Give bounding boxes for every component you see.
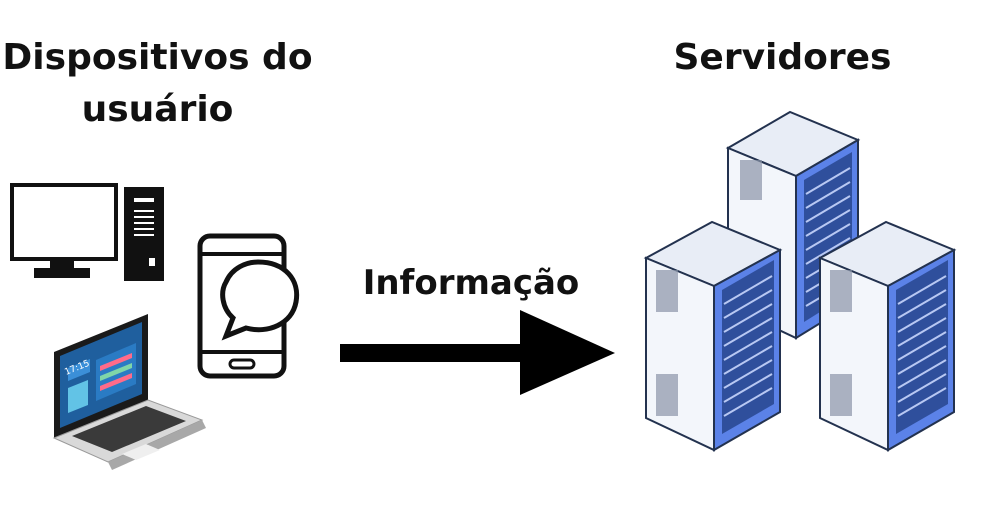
information-label: Informação — [362, 263, 580, 303]
laptop-icon: 17:15 — [52, 314, 206, 470]
arrow-right-icon — [340, 310, 615, 395]
server-rack-icon — [817, 220, 957, 452]
smartphone-chat-icon — [197, 233, 300, 379]
user-devices-title: Dispositivos do usuário — [2, 37, 313, 130]
servers-title: Servidores — [673, 37, 892, 78]
desktop-computer-icon — [10, 183, 164, 281]
server-rack-icon — [643, 220, 783, 452]
